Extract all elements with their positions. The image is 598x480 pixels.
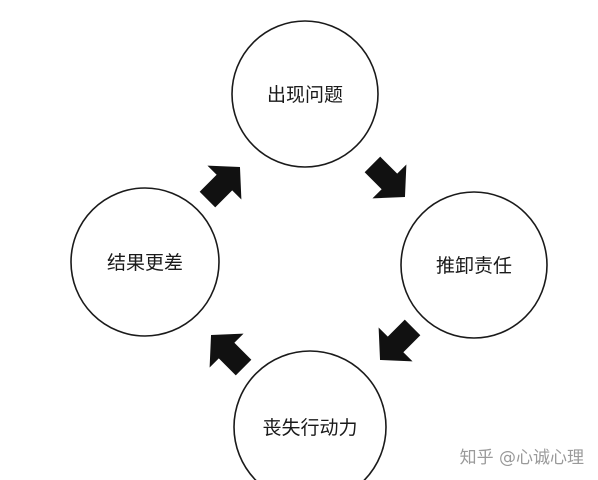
arrow-problem-to-shift-blame bbox=[364, 156, 407, 199]
arrow-worse-result-to-problem-shape bbox=[199, 165, 242, 208]
arrow-worse-result-to-problem bbox=[199, 165, 242, 208]
node-problem-circle bbox=[231, 20, 379, 168]
node-worse-result-label: 结果更差 bbox=[107, 252, 183, 274]
arrow-lose-action-to-worse-result-shape bbox=[209, 333, 252, 376]
arrow-shift-blame-to-lose-action bbox=[378, 319, 421, 362]
node-shift-blame-label: 推卸责任 bbox=[436, 255, 512, 277]
watermark-text: 知乎 @心诚心理 bbox=[459, 448, 584, 468]
node-lose-action: 丧失行动力 bbox=[233, 350, 387, 480]
node-worse-result: 结果更差 bbox=[70, 187, 220, 337]
node-shift-blame: 推卸责任 bbox=[400, 191, 548, 339]
node-lose-action-label: 丧失行动力 bbox=[262, 417, 357, 439]
arrow-lose-action-to-worse-result bbox=[209, 333, 252, 376]
node-worse-result-circle bbox=[70, 187, 220, 337]
arrow-problem-to-shift-blame-shape bbox=[364, 156, 407, 199]
watermark: 知乎 @心诚心理 bbox=[460, 443, 584, 468]
node-problem: 出现问题 bbox=[231, 20, 379, 168]
node-problem-label: 出现问题 bbox=[267, 84, 343, 106]
arrow-shift-blame-to-lose-action-shape bbox=[378, 319, 421, 362]
node-shift-blame-circle bbox=[400, 191, 548, 339]
node-lose-action-circle bbox=[233, 350, 387, 480]
